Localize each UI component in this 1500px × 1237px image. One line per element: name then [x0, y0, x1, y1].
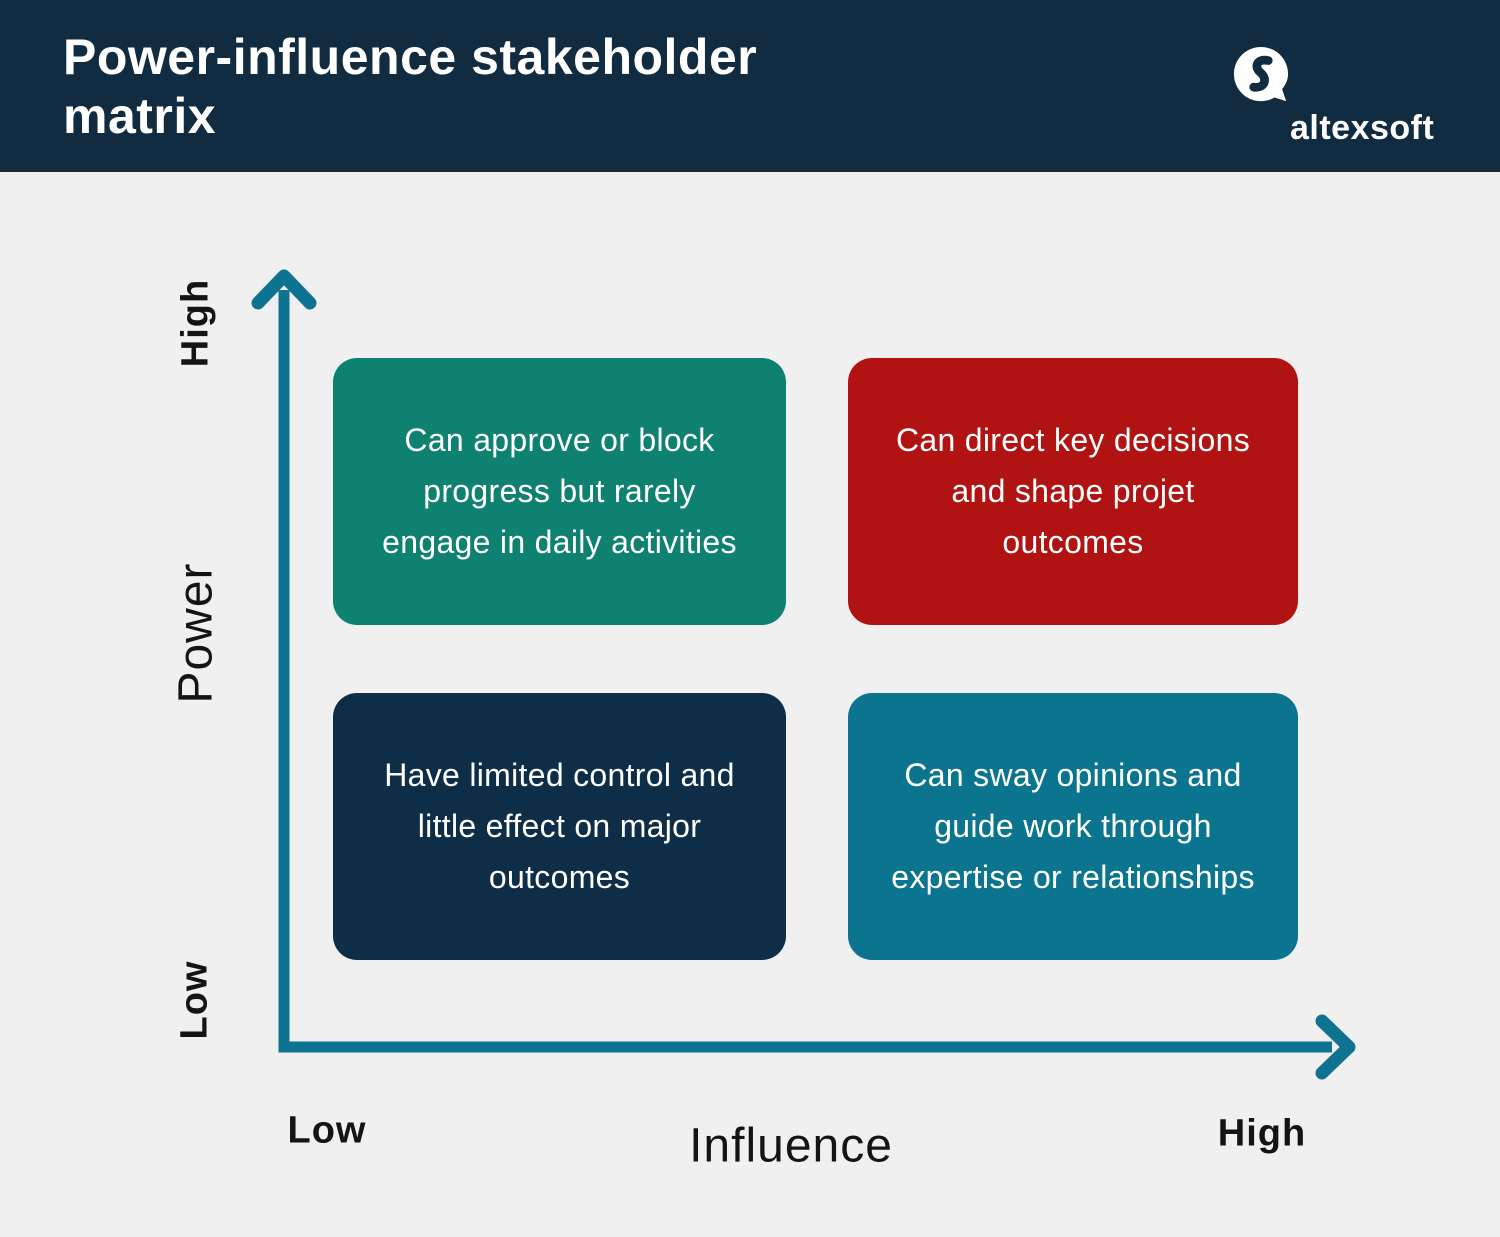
quadrant-text: Have limited control and little effect o…	[384, 757, 735, 895]
quadrant-low-power-high-influence: Can sway opinions and guide work through…	[848, 693, 1298, 960]
quadrant-text: Can direct key decisions and shape proje…	[895, 422, 1251, 560]
quadrant-high-power-low-influence: Can approve or block progress but rarely…	[333, 358, 786, 625]
y-axis-arrowhead	[251, 269, 317, 310]
quadrant-high-power-high-influence: Can direct key decisions and shape proje…	[848, 358, 1298, 625]
brand-name: altexsoft	[1290, 109, 1435, 147]
altexsoft-mark-icon	[1233, 47, 1289, 102]
quadrant-low-power-low-influence: Have limited control and little effect o…	[333, 693, 786, 960]
brand-logo: altexsoft	[1232, 45, 1444, 145]
x-axis-low-label: Low	[287, 1109, 367, 1152]
page-title: Power-influence stakeholder matrix	[63, 29, 758, 144]
y-axis-title: Power	[169, 562, 223, 704]
quadrant-text: Can approve or block progress but rarely…	[382, 422, 737, 560]
x-axis-high-label: High	[1217, 1112, 1307, 1155]
y-axis-low-label: Low	[173, 960, 216, 1040]
y-axis-high-label: High	[174, 278, 217, 368]
x-axis-title: Influence	[689, 1119, 893, 1173]
x-axis-arrowhead	[1315, 1014, 1356, 1080]
header-bar: Power-influence stakeholder matrix altex…	[0, 0, 1500, 172]
quadrant-text: Can sway opinions and guide work through…	[891, 757, 1255, 895]
